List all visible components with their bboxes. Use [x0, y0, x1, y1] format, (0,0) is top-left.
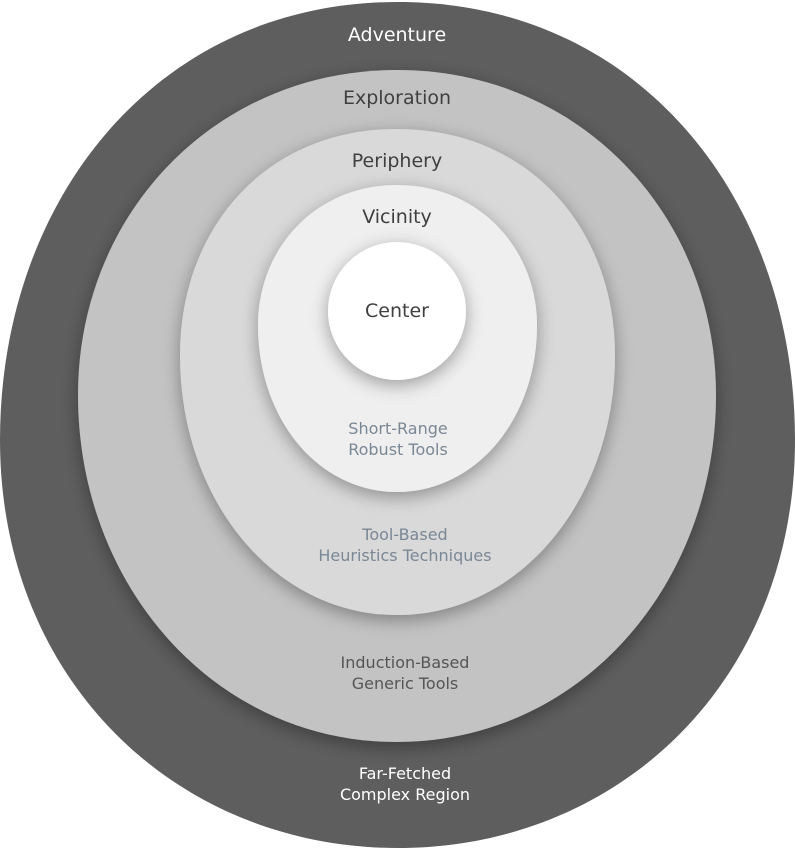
ring-vicinity-subtitle-line-2: Robust Tools [348, 440, 448, 459]
center-region: Center [328, 242, 466, 380]
ring-exploration-subtitle-line-1: Induction-Based [341, 653, 470, 672]
ring-periphery-subtitle-line-2: Heuristics Techniques [318, 546, 491, 565]
center-title: Center [365, 300, 429, 322]
ring-adventure-subtitle-line-1: Far-Fetched [359, 764, 451, 783]
center-circle [328, 242, 466, 380]
ring-exploration-title: Exploration [343, 87, 451, 109]
ring-adventure-title: Adventure [348, 24, 446, 46]
ring-adventure-subtitle-line-2: Complex Region [340, 785, 470, 804]
ring-vicinity-title: Vicinity [362, 206, 432, 228]
ring-exploration-subtitle-line-2: Generic Tools [352, 674, 459, 693]
ring-vicinity-subtitle-line-1: Short-Range [348, 419, 447, 438]
ring-periphery-subtitle-line-1: Tool-Based [361, 525, 447, 544]
ring-periphery-title: Periphery [352, 150, 442, 172]
